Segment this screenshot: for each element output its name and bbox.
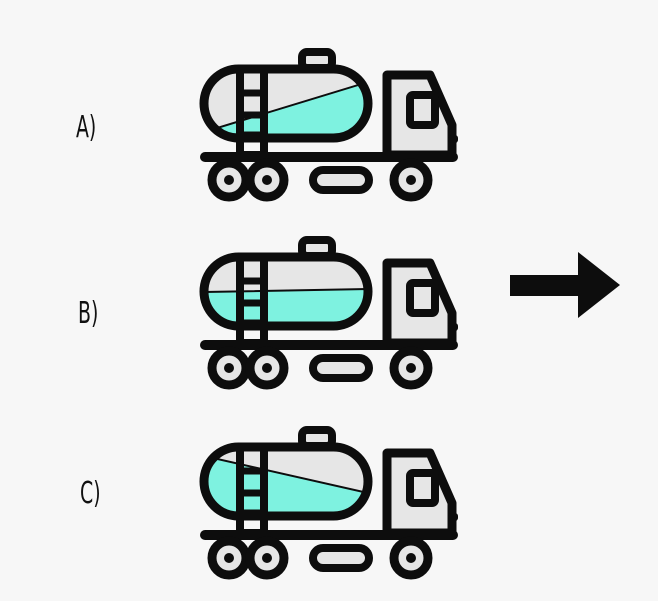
right-arrow-icon (510, 252, 620, 318)
option-label-b: B) (78, 296, 99, 331)
liquid-b (204, 287, 368, 326)
option-label-a: A) (76, 110, 97, 145)
truck-a (200, 52, 458, 197)
liquid-a (204, 80, 368, 138)
truck-b (200, 240, 458, 385)
option-label-c: C) (80, 476, 101, 511)
truck-c (200, 430, 458, 575)
